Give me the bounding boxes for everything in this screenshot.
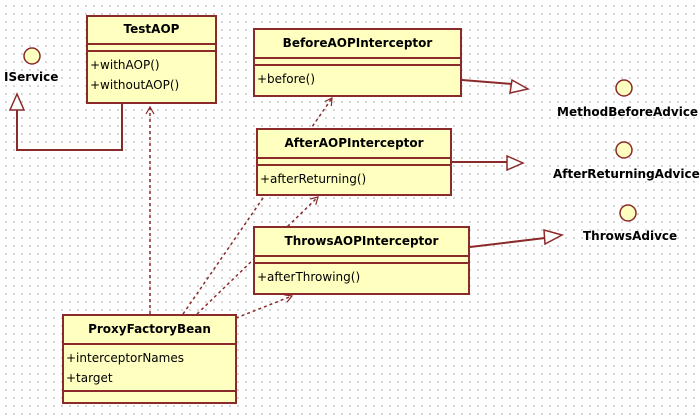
class-beforeaopinterceptor[interactable]: BeforeAOPInterceptor +before() <box>253 28 462 97</box>
interface-label-afterreturningadvice: AfterReturningAdvice <box>553 167 700 181</box>
attribute: +interceptorNames <box>66 351 184 365</box>
interface-label-iservice: IService <box>4 70 59 84</box>
interface-label-methodbeforeadvice: MethodBeforeAdvice <box>557 105 699 119</box>
realization-throws-throwsadivce <box>469 237 546 248</box>
class-name: BeforeAOPInterceptor <box>255 30 460 59</box>
interface-icon-throwsadivce <box>619 204 637 222</box>
operation: +withAOP() <box>90 58 160 72</box>
attributes-compartment <box>255 257 468 264</box>
operation: +withoutAOP() <box>90 78 180 92</box>
attributes-compartment <box>88 45 215 52</box>
realization-testaop-iservice <box>16 104 123 151</box>
realization-arrowhead <box>8 92 26 111</box>
realization-arrowhead <box>506 154 525 172</box>
attributes-compartment <box>255 59 460 66</box>
interface-label-throwsadivce: ThrowsAdivce <box>583 229 678 243</box>
class-name: AfterAOPInterceptor <box>258 130 450 159</box>
class-name: ThrowsAOPInterceptor <box>255 228 468 257</box>
interface-icon-afterreturningadvice <box>615 141 633 159</box>
class-proxyfactorybean[interactable]: ProxyFactoryBean +interceptorNames +targ… <box>62 314 237 404</box>
realization-arrowhead <box>509 78 531 94</box>
operation: +before() <box>257 72 316 86</box>
class-throwsaopinterceptor[interactable]: ThrowsAOPInterceptor +afterThrowing() <box>253 226 470 295</box>
class-afteraopinterceptor[interactable]: AfterAOPInterceptor +afterReturning() <box>256 128 452 196</box>
operation: +afterThrowing() <box>257 270 361 284</box>
realization-before-methodbeforeadvice <box>461 79 513 85</box>
operation: +afterReturning() <box>260 172 367 186</box>
class-testaop[interactable]: TestAOP +withAOP() +withoutAOP() <box>86 15 217 104</box>
attributes-compartment: +interceptorNames +target <box>64 345 235 392</box>
dependency-proxy-throws <box>235 294 294 319</box>
class-name: TestAOP <box>88 17 215 45</box>
attribute: +target <box>66 371 113 385</box>
class-name: ProxyFactoryBean <box>64 316 235 345</box>
interface-icon-methodbeforeadvice <box>615 79 633 97</box>
interface-icon-iservice <box>23 47 41 65</box>
realization-arrowhead <box>543 228 565 246</box>
attributes-compartment <box>258 159 450 166</box>
